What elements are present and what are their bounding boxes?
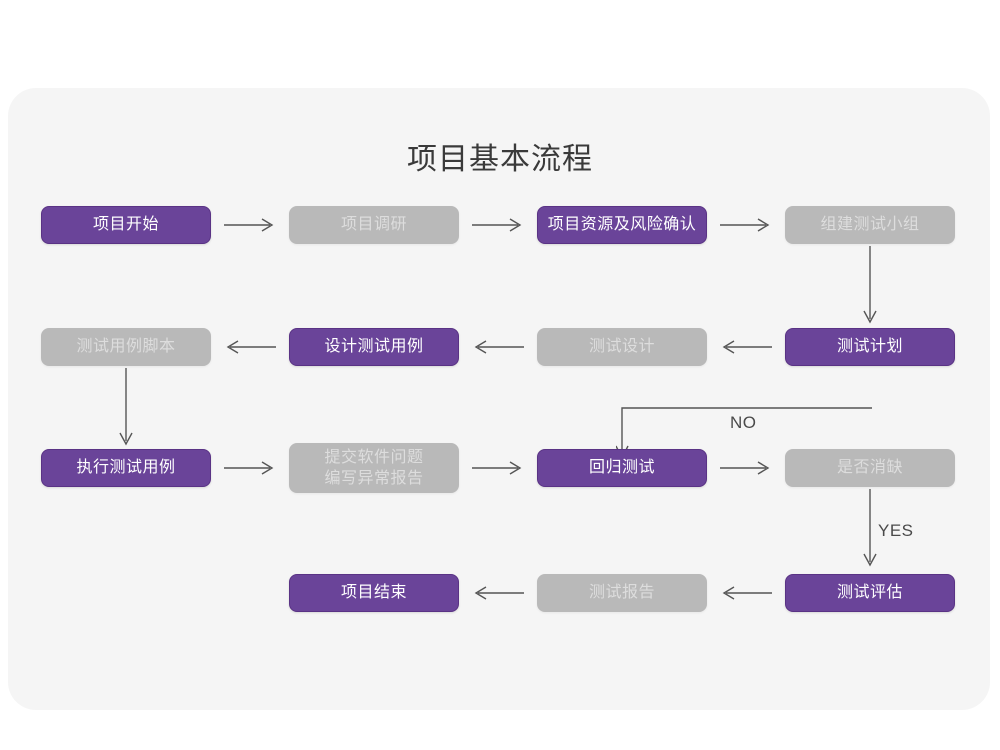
node-label: 项目资源及风险确认 [547, 216, 697, 233]
arrow-n3-n4 [720, 215, 772, 235]
arrow-n13-n14 [720, 583, 772, 603]
node-submit-issue-report[interactable]: 提交软件问题 编写异常报告 [289, 443, 459, 493]
edge-label-no: NO [730, 413, 757, 432]
node-resource-risk-confirm[interactable]: 项目资源及风险确认 [537, 206, 707, 244]
node-label: 设计测试用例 [324, 338, 424, 355]
node-label: 测试评估 [836, 584, 903, 601]
node-label: 测试设计 [588, 338, 655, 355]
arrow-n10-n11 [472, 458, 524, 478]
node-defect-cleared-decision[interactable]: 是否消缺 [785, 449, 955, 487]
node-form-test-team[interactable]: 组建测试小组 [785, 206, 955, 244]
node-label-line1: 提交软件问题 [324, 449, 424, 466]
node-label: 回归测试 [588, 459, 655, 476]
node-regression-test[interactable]: 回归测试 [537, 449, 707, 487]
node-label: 测试计划 [836, 338, 903, 355]
node-test-report[interactable]: 测试报告 [537, 574, 707, 612]
node-label: 项目调研 [340, 216, 407, 233]
arrow-n6-n7 [472, 337, 524, 357]
node-project-start[interactable]: 项目开始 [41, 206, 211, 244]
node-label: 项目结束 [340, 584, 407, 601]
arrow-n14-n15 [472, 583, 524, 603]
node-test-evaluation[interactable]: 测试评估 [785, 574, 955, 612]
arrow-n11-n12 [720, 458, 772, 478]
node-project-research[interactable]: 项目调研 [289, 206, 459, 244]
arrow-n1-n2 [224, 215, 276, 235]
node-label: 测试用例脚本 [76, 338, 176, 355]
node-test-case-script[interactable]: 测试用例脚本 [41, 328, 211, 366]
arrow-n7-n8 [224, 337, 276, 357]
node-test-plan[interactable]: 测试计划 [785, 328, 955, 366]
edge-label-yes: YES [878, 521, 914, 540]
arrow-n9-n10 [224, 458, 276, 478]
node-test-design[interactable]: 测试设计 [537, 328, 707, 366]
node-label: 执行测试用例 [76, 459, 176, 476]
node-label: 组建测试小组 [820, 216, 920, 233]
node-execute-test-cases[interactable]: 执行测试用例 [41, 449, 211, 487]
arrow-n5-n6 [720, 337, 772, 357]
arrow-yes-n12-n13 [858, 489, 882, 569]
node-label: 项目开始 [92, 216, 159, 233]
node-label-line2: 编写异常报告 [324, 470, 424, 487]
arrow-n2-n3 [472, 215, 524, 235]
page-title: 项目基本流程 [407, 143, 593, 176]
node-label: 是否消缺 [836, 459, 903, 476]
node-project-end[interactable]: 项目结束 [289, 574, 459, 612]
arrow-n8-n9 [114, 368, 138, 448]
node-label: 测试报告 [588, 584, 655, 601]
arrow-n4-n5 [858, 246, 882, 326]
node-design-test-cases[interactable]: 设计测试用例 [289, 328, 459, 366]
diagram-panel [8, 88, 990, 710]
